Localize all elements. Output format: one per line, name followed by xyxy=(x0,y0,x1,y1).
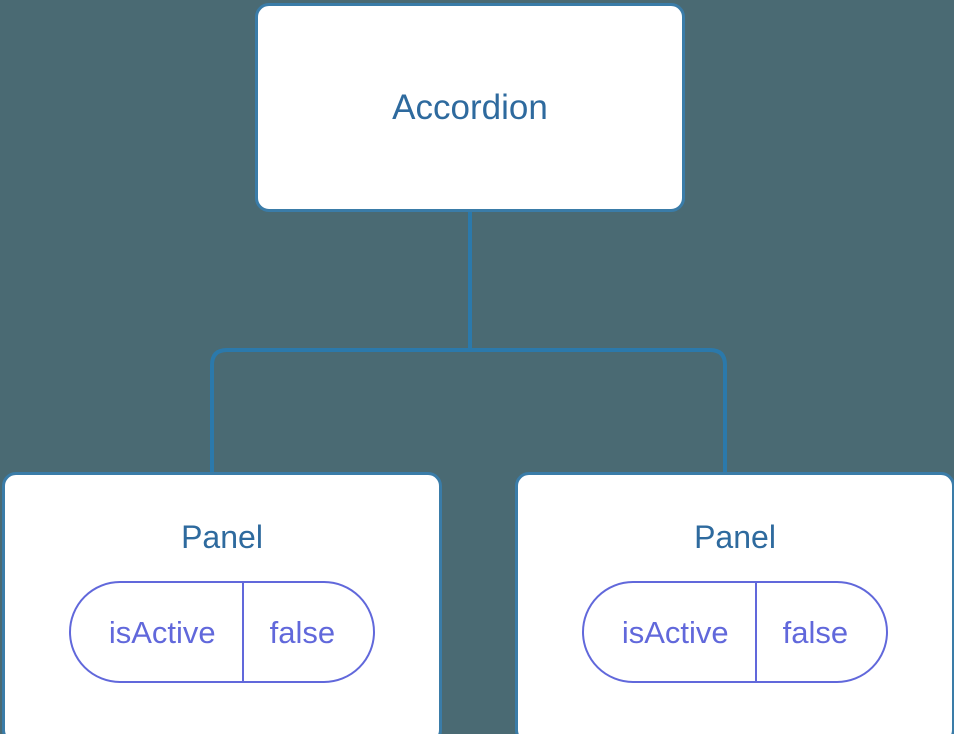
node-title: Panel xyxy=(694,519,776,555)
prop-value: false xyxy=(241,583,373,681)
tree-node-panel-left[interactable]: Panel isActive false xyxy=(2,472,442,734)
prop-badge-isactive[interactable]: isActive false xyxy=(581,581,889,683)
prop-key: isActive xyxy=(108,614,216,650)
node-title: Panel xyxy=(181,519,263,555)
prop-badge-isactive[interactable]: isActive false xyxy=(68,581,376,683)
tree-node-panel-right[interactable]: Panel isActive false xyxy=(515,472,954,734)
tree-node-accordion[interactable]: Accordion xyxy=(255,3,685,212)
prop-key: isActive xyxy=(621,614,729,650)
node-title: Accordion xyxy=(392,88,548,127)
prop-value: false xyxy=(754,583,886,681)
